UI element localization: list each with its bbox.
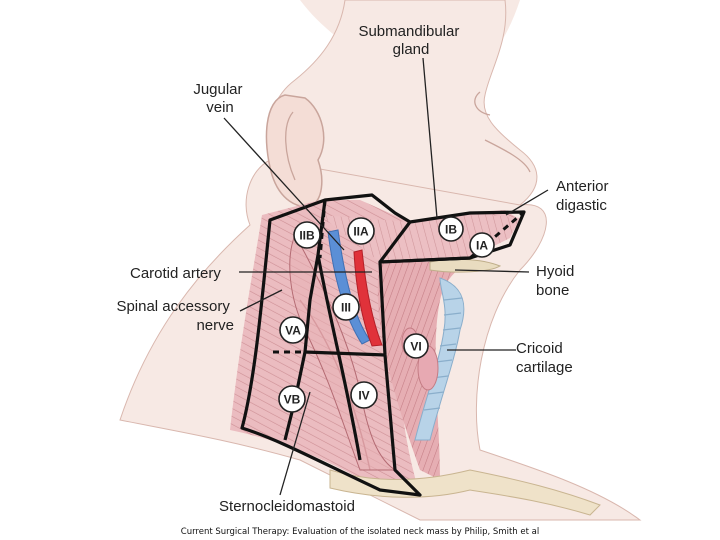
anatomy-labels: Submandibular gland Jugular vein Anterio… [116, 23, 613, 515]
iii-iv-line [304, 350, 386, 357]
level-marker-IIB: IIB [293, 221, 321, 249]
level-marker-III: III [332, 293, 360, 321]
svg-text:IIA: IIA [353, 225, 369, 239]
figure-caption: Current Surgical Therapy: Evaluation of … [180, 527, 540, 537]
face-profile [474, 91, 531, 173]
level-marker-VB: VB [278, 385, 306, 413]
level-marker-IV: IV [350, 381, 378, 409]
svg-text:VA: VA [285, 324, 301, 338]
scm-anterior-line [316, 254, 362, 461]
iia-iib-line [318, 199, 327, 259]
label-carotid-artery: Carotid artery [130, 265, 221, 282]
leader-lines [223, 57, 549, 496]
level-markers: IB IA IIA IIB III IV VA VB [278, 216, 495, 413]
level-marker-VA: VA [279, 316, 307, 344]
hyoid-level-line [379, 256, 471, 264]
jugular-vein [327, 229, 371, 345]
svg-text:IV: IV [358, 389, 369, 403]
level-marker-IIA: IIA [347, 217, 375, 245]
label-spinal-accessory-nerve: Spinal accessory nerve [116, 298, 234, 334]
level-marker-IA: IA [469, 232, 495, 258]
label-hyoid-bone: Hyoid bone [536, 263, 579, 299]
label-submandibular-gland: Submandibular gland [358, 23, 463, 58]
svg-text:IA: IA [476, 239, 488, 253]
iia-ib-line [378, 221, 412, 263]
svg-text:VB: VB [284, 393, 301, 407]
trachea [414, 277, 465, 441]
label-cricoid-cartilage: Cricoid cartilage [516, 340, 573, 376]
carotid-artery [353, 249, 383, 347]
svg-text:III: III [341, 301, 351, 315]
label-jugular-vein: Jugular vein [193, 81, 246, 116]
label-sternocleidomastoid: Sternocleidomastoid [219, 498, 355, 515]
svg-text:VI: VI [410, 340, 421, 354]
label-anterior-digastic: Anterior digastic [556, 178, 613, 214]
level-marker-VI: VI [403, 333, 429, 359]
svg-text:IIB: IIB [299, 229, 315, 243]
clavicle [329, 469, 601, 516]
svg-text:IB: IB [445, 223, 457, 237]
level-marker-IB: IB [438, 216, 464, 242]
